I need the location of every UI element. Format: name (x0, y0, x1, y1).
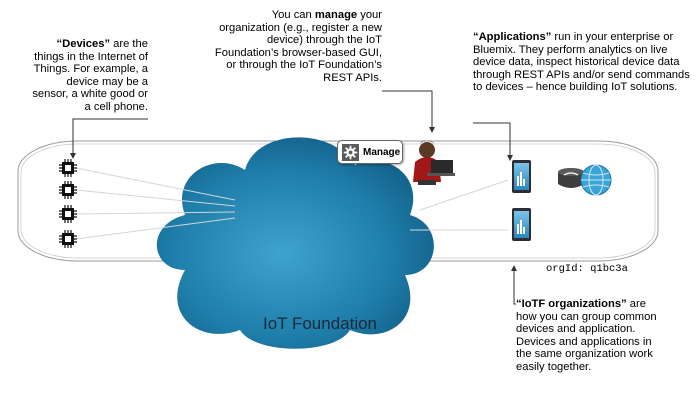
phone-icon (512, 160, 531, 193)
devices-note: “Devices” are the things in the Internet… (30, 38, 148, 114)
applications-note-title: “Applications” (473, 31, 552, 43)
organizations-note: “IoTF organizations” are how you can gro… (516, 298, 666, 374)
db-icon (558, 168, 584, 188)
chip-icon (59, 205, 77, 223)
devices-note-title: “Devices” (56, 38, 111, 50)
globe-icon (580, 164, 612, 196)
organizations-note-text: are how you can group common devices and… (516, 298, 657, 373)
device-chips (59, 159, 77, 248)
chip-icon (59, 230, 77, 248)
manage-note-title: manage (314, 9, 358, 21)
applications-note-text: run in your enterprise or Bluemix. They … (473, 31, 690, 94)
devices-note-text: are the things in the Internet of Things… (32, 38, 148, 113)
applications-note: “Applications” run in your enterprise or… (473, 31, 693, 94)
org-id-label: orgId: q1bc3a (546, 263, 628, 275)
person-laptop-icon (413, 140, 455, 185)
device-connectors (75, 167, 236, 240)
manage-note: You can manage your organization (e.g., … (212, 9, 382, 85)
manage-note-text: your organization (e.g., register a new … (214, 9, 382, 84)
manage-button-label: Manage (363, 146, 401, 158)
cloud-label: IoT Foundation (262, 314, 378, 333)
chip-icon (59, 159, 77, 177)
organizations-note-title: “IoTF organizations” (516, 298, 627, 310)
callout-arrows (70, 90, 517, 305)
gear-icon (342, 143, 359, 161)
iot-cloud (156, 137, 434, 349)
app-connectors (410, 179, 509, 231)
phone-icon (512, 208, 531, 241)
manage-note-pre: You can (271, 9, 315, 21)
chip-icon (59, 181, 77, 199)
manage-button[interactable]: Manage (337, 140, 403, 164)
